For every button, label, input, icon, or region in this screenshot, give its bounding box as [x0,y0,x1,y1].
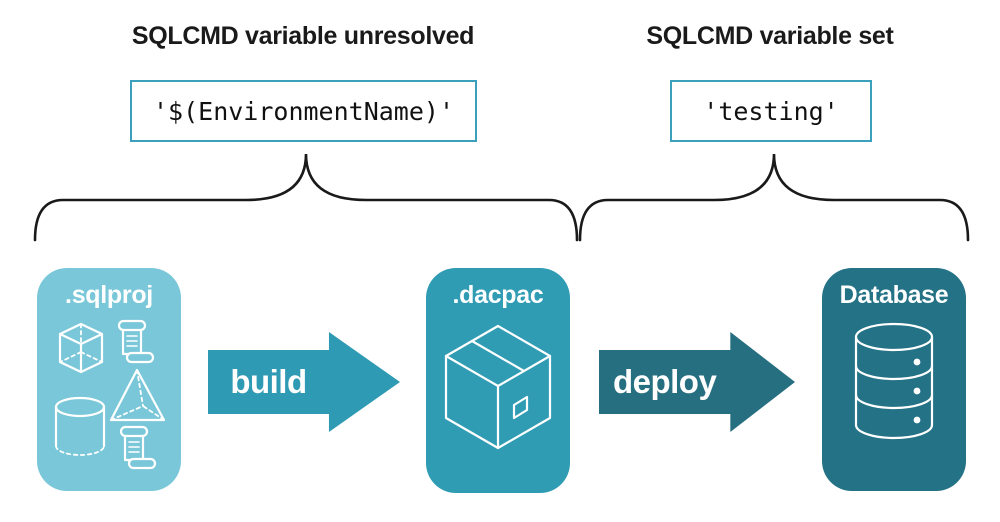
heading-variable-set: SQLCMD variable set [646,22,894,50]
node-dacpac-label: .dacpac [452,281,544,309]
node-database-label: Database [839,281,949,309]
sqlcmd-variable-unresolved-value: '$(EnvironmentName)' [152,96,455,126]
node-database: Database [822,268,966,491]
node-dacpac: .dacpac [426,268,570,493]
script-icon [119,425,157,470]
cube-icon [60,324,102,372]
node-sqlproj-label: .sqlproj [65,281,153,309]
brace-right [578,153,970,242]
brace-left [33,153,579,242]
script-icon [117,319,155,364]
build-arrow-label: build [230,363,307,400]
code-box-set: 'testing' [670,80,872,142]
sqlcmd-variable-set-value: 'testing' [703,96,839,126]
sql-objects-icon [52,319,166,470]
database-icon [851,320,937,446]
pyramid-icon [111,370,164,420]
build-arrow: build [208,332,400,432]
heading-variable-unresolved: SQLCMD variable unresolved [131,22,475,50]
code-box-unresolved: '$(EnvironmentName)' [130,80,477,142]
cylinder-icon [56,398,104,455]
deploy-arrow-label: deploy [612,363,717,400]
deploy-arrow: deploy [599,332,795,432]
node-sqlproj: .sqlproj [37,268,181,491]
package-icon [438,322,558,458]
